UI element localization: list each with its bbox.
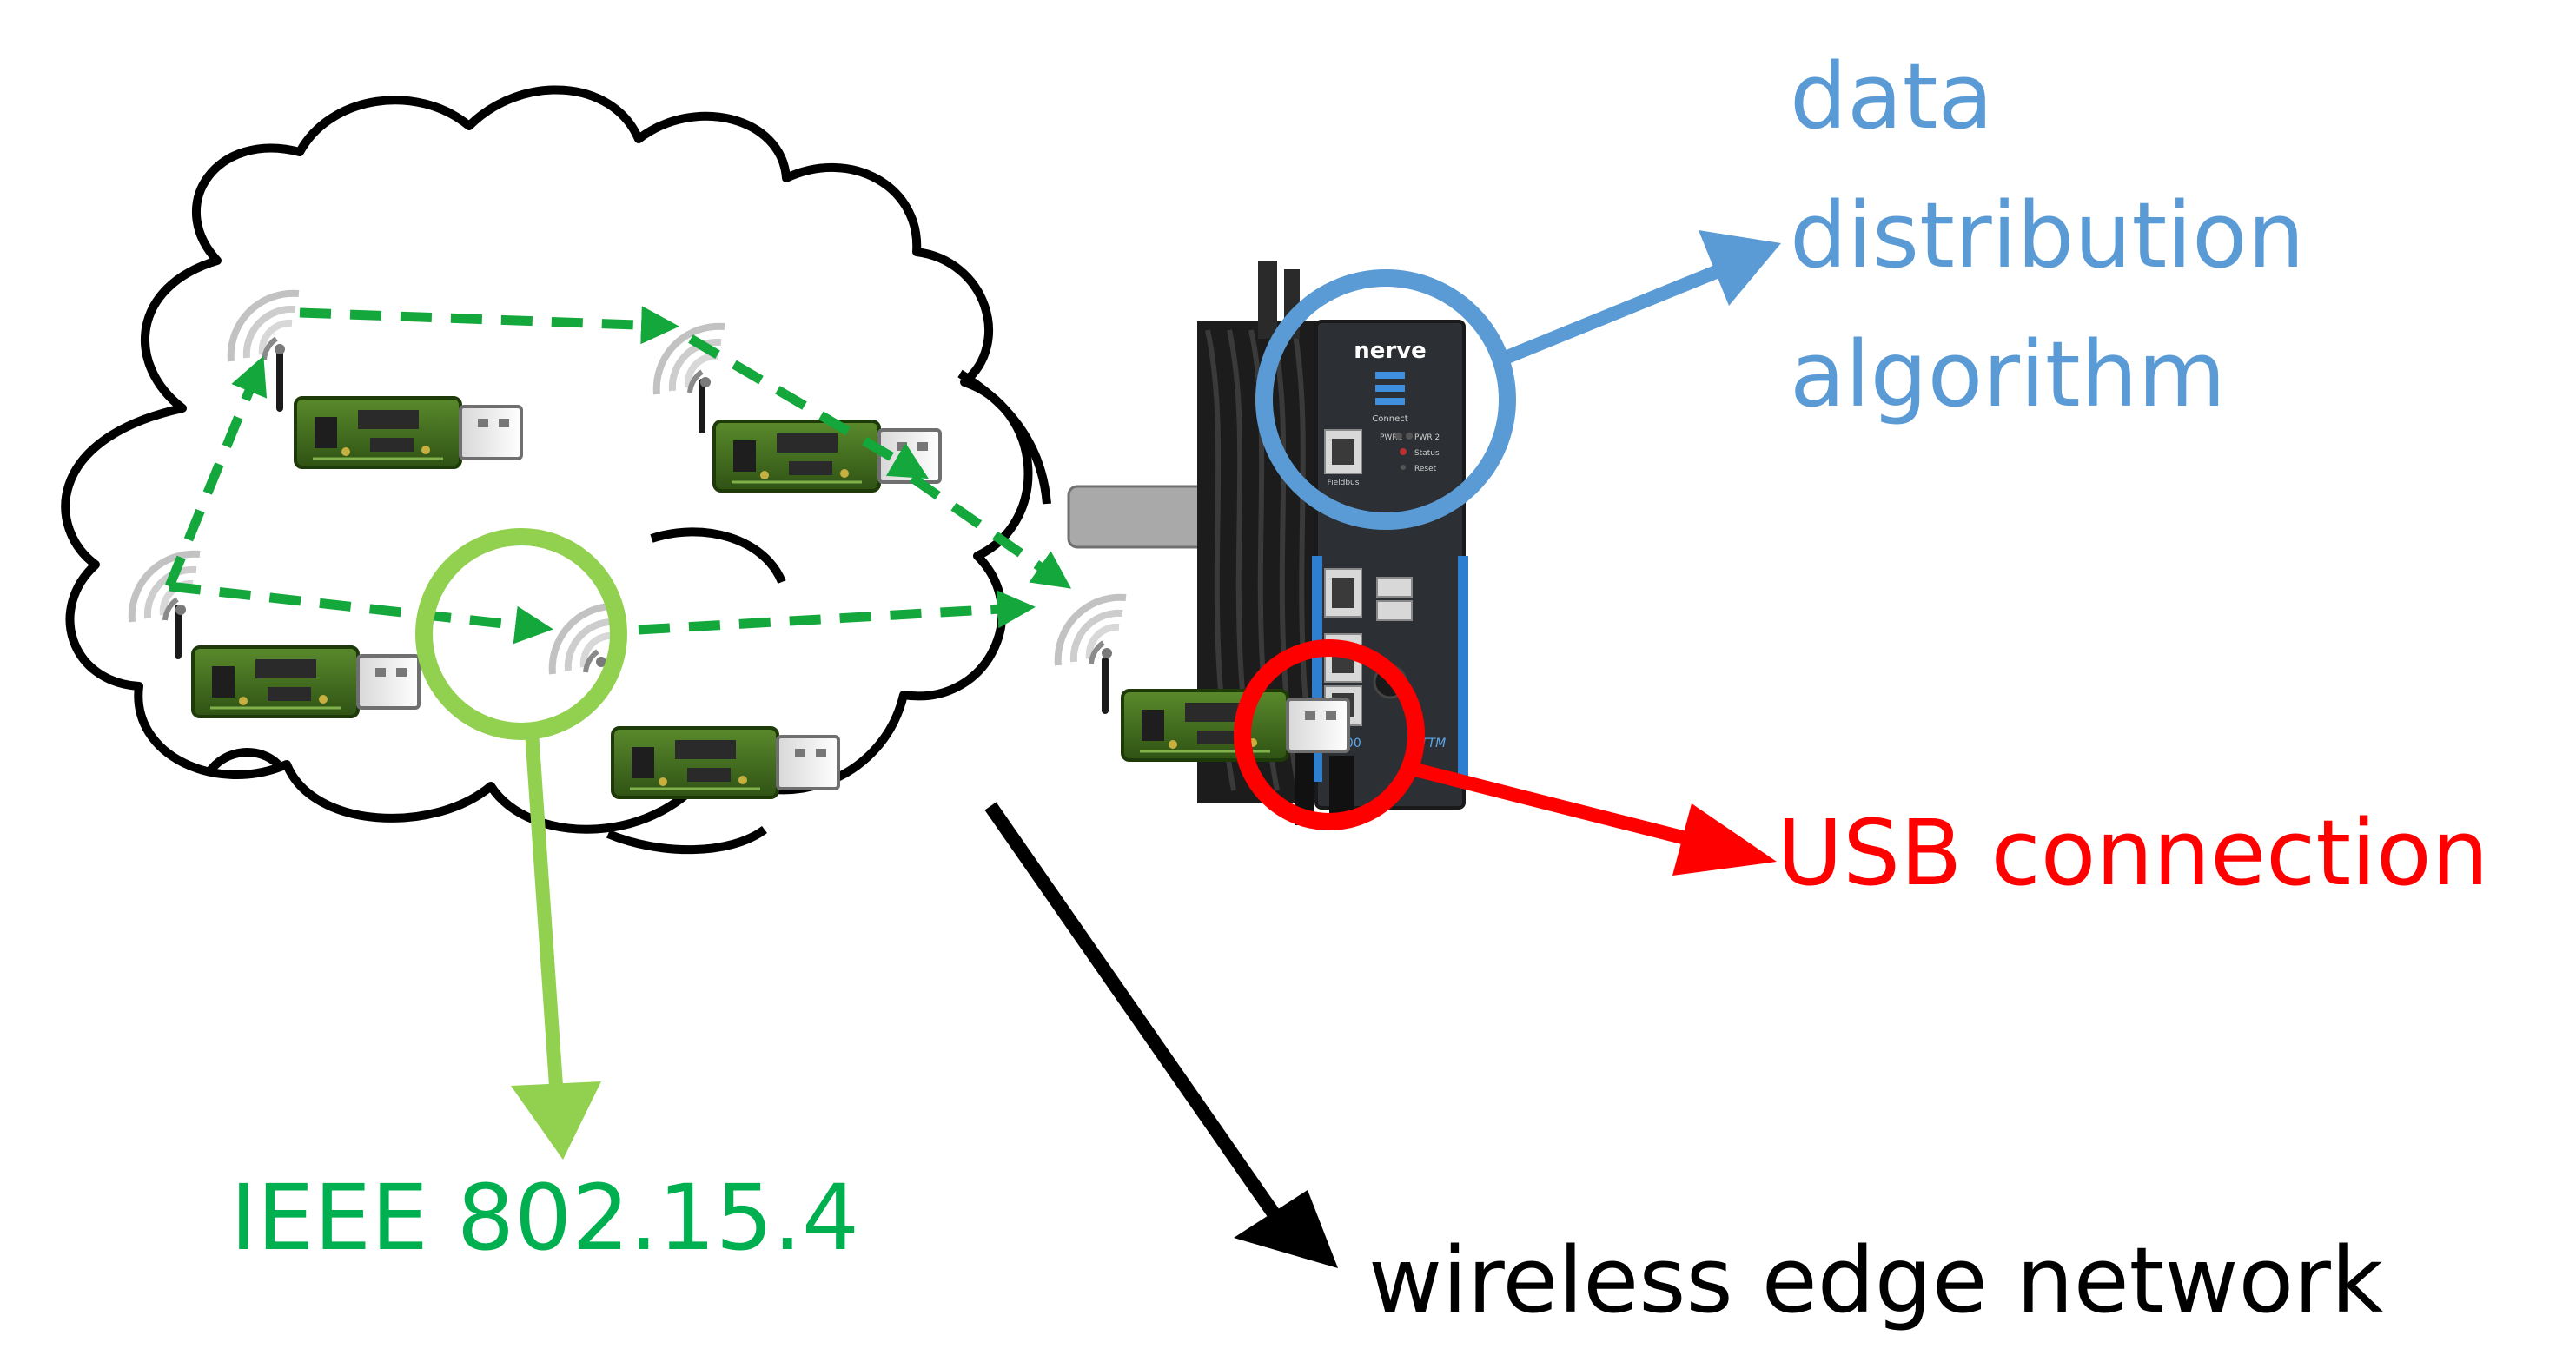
wireless-signal-icon-5 bbox=[1058, 598, 1126, 665]
usb-stick-2 bbox=[699, 379, 942, 493]
label-data-line-1: data bbox=[1790, 43, 1993, 149]
usb-arrowhead bbox=[1672, 803, 1777, 876]
label-data-distribution: data distribution algorithm bbox=[1790, 43, 2305, 427]
panel-pwr1-label: PWR1 bbox=[1380, 433, 1402, 442]
wireless-edge-arrowhead bbox=[1234, 1190, 1338, 1268]
din-rail bbox=[1067, 485, 1209, 549]
panel-status-label: Status bbox=[1414, 449, 1440, 458]
panel-connect-label: Connect bbox=[1372, 414, 1407, 424]
panel-reset-label: Reset bbox=[1414, 465, 1437, 473]
gateway-brand: nerve bbox=[1354, 338, 1427, 364]
wireless-edge-cloud bbox=[61, 85, 1051, 855]
panel-ethernet-port-2 bbox=[1324, 568, 1362, 618]
ieee-callout bbox=[415, 528, 627, 1160]
data-distribution-callout bbox=[1255, 230, 1781, 530]
data-highlight-circle bbox=[1255, 269, 1516, 530]
route-3 bbox=[909, 473, 1072, 589]
label-data-line-2: distribution bbox=[1790, 182, 2305, 288]
panel-ethernet-port-1 bbox=[1324, 429, 1362, 474]
cloud-icon bbox=[61, 85, 1033, 834]
route-5 bbox=[169, 581, 553, 645]
label-data-line-3: algorithm bbox=[1790, 321, 2226, 427]
usb-highlight-circle bbox=[1234, 639, 1425, 830]
usb-stick-3 bbox=[175, 605, 421, 718]
panel-pwr2-label: PWR 2 bbox=[1414, 433, 1440, 442]
wireless-edge-callout bbox=[984, 802, 1338, 1268]
mesh-routes bbox=[164, 306, 1072, 645]
label-wireless-edge-network: wireless edge network bbox=[1368, 1227, 2383, 1333]
route-2 bbox=[688, 334, 929, 479]
usb-callout bbox=[1234, 639, 1777, 876]
panel-ttm-label: TTM bbox=[1420, 737, 1446, 750]
panel-usb-ports bbox=[1376, 577, 1413, 621]
usb-stick-1 bbox=[276, 344, 523, 469]
route-1 bbox=[299, 306, 679, 345]
route-6 bbox=[638, 590, 1036, 635]
route-4 bbox=[164, 355, 268, 589]
usb-stick-4 bbox=[611, 726, 840, 799]
data-arrowhead bbox=[1699, 230, 1781, 306]
label-usb-connection: USB connection bbox=[1777, 800, 2489, 906]
panel-fieldbus-label: Fieldbus bbox=[1328, 479, 1360, 487]
gateway-logo-icon bbox=[1375, 372, 1405, 405]
ieee-highlight-circle bbox=[415, 528, 627, 740]
usb-stick-5-plugged bbox=[1102, 657, 1350, 762]
label-ieee: IEEE 802.15.4 bbox=[230, 1165, 859, 1271]
ieee-arrowhead bbox=[511, 1081, 601, 1160]
